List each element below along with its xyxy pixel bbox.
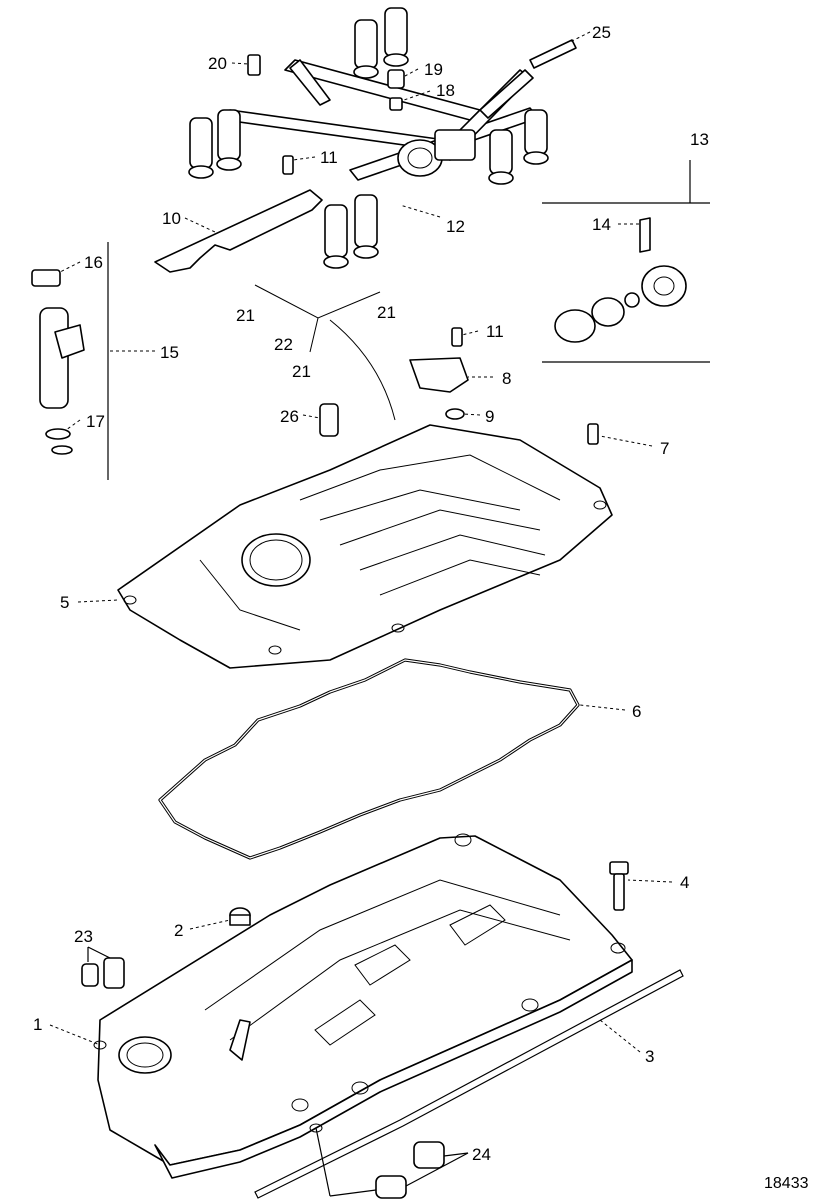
- rail-injector: [323, 204, 349, 269]
- callout-25: 25: [592, 23, 611, 42]
- end-seal: [254, 969, 684, 1199]
- rail-injector: [523, 109, 549, 165]
- callout-10: 10: [162, 209, 181, 228]
- callout-24: 24: [472, 1145, 491, 1164]
- injector-detail: [31, 242, 109, 480]
- callout-21-left: 21: [236, 306, 255, 325]
- grommet: [229, 907, 251, 926]
- plug-pair: [375, 1141, 445, 1199]
- upper-intake-manifold: [117, 424, 613, 669]
- rail-bracket: [154, 189, 323, 273]
- callout-19: 19: [424, 60, 443, 79]
- rail-injector: [188, 117, 214, 179]
- manifold-bolt: [609, 861, 629, 911]
- bolt: [451, 327, 463, 347]
- callout-21-bottom: 21: [292, 362, 311, 381]
- rail-injector: [353, 194, 379, 259]
- stud: [319, 403, 339, 437]
- callout-14: 14: [592, 215, 611, 234]
- callout-11-upper: 11: [320, 148, 338, 167]
- fuel-rail-assembly: [188, 7, 577, 269]
- callout-26: 26: [280, 407, 299, 426]
- rail-injector: [353, 19, 379, 79]
- sensor-harness: [254, 284, 396, 421]
- callout-17: 17: [86, 412, 105, 431]
- callout-22: 22: [274, 335, 293, 354]
- bolt: [587, 423, 599, 445]
- callout-6: 6: [632, 702, 641, 721]
- callout-5: 5: [60, 593, 69, 612]
- rail-injector: [383, 7, 409, 67]
- lower-intake-manifold: [93, 833, 633, 1179]
- rail-injector: [216, 109, 242, 171]
- leader-lines: [49, 31, 673, 1197]
- map-sensor: [409, 357, 469, 393]
- callout-7: 7: [660, 439, 669, 458]
- callout-labels: 1 2 3 4 5 6 7 8 9 10 11 11 12 13 14 15 1…: [33, 23, 809, 1192]
- callout-16: 16: [84, 253, 103, 272]
- rail-injector: [488, 129, 514, 185]
- callout-1: 1: [33, 1015, 42, 1034]
- figure-number: 18433: [764, 1175, 809, 1192]
- callout-4: 4: [680, 873, 689, 892]
- callout-20: 20: [208, 54, 227, 73]
- callout-2: 2: [174, 921, 183, 940]
- callout-9: 9: [485, 407, 494, 426]
- callout-18: 18: [436, 81, 455, 100]
- fitting-pair: [81, 957, 125, 989]
- callout-23: 23: [74, 927, 93, 946]
- bolt: [282, 155, 294, 175]
- callout-12: 12: [446, 217, 465, 236]
- washer: [445, 408, 465, 420]
- callout-8: 8: [502, 369, 511, 388]
- callout-11-lower: 11: [486, 322, 504, 341]
- callout-21-right: 21: [377, 303, 396, 322]
- callout-15: 15: [160, 343, 179, 362]
- callout-13: 13: [690, 130, 709, 149]
- callout-3: 3: [645, 1047, 654, 1066]
- regulator-kit: [542, 160, 710, 363]
- manifold-gasket: [158, 658, 580, 860]
